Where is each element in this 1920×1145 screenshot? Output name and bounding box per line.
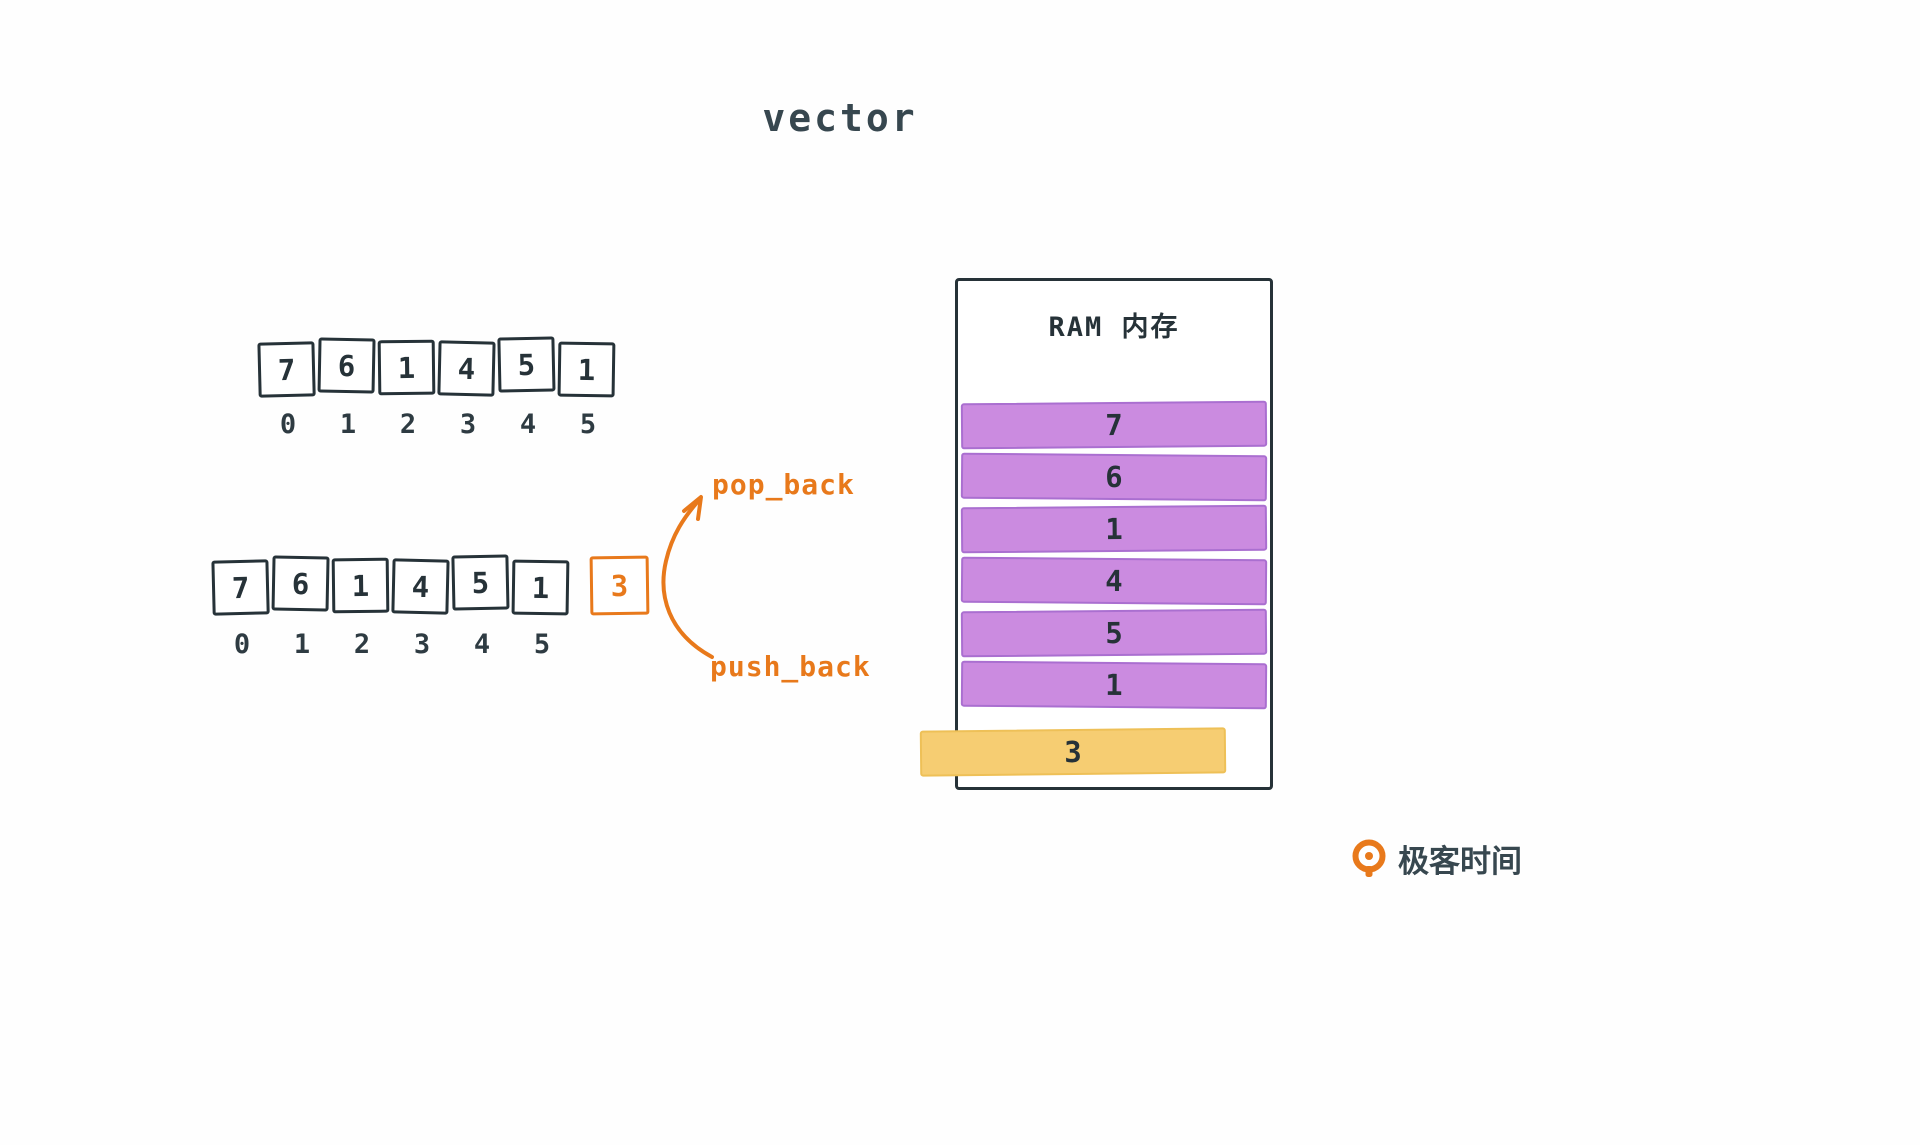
array-cell: 1: [557, 341, 616, 398]
array-cell: 1: [331, 557, 390, 614]
array-before-indices: 0 1 2 3 4 5: [258, 409, 618, 440]
diagram-title: vector: [762, 96, 918, 140]
array-cell: 5: [497, 336, 556, 393]
array-before-cells: 7 6 1 4 5 1: [257, 336, 618, 398]
array-cell: 7: [257, 341, 316, 398]
push-back-label: push_back: [710, 650, 871, 683]
index-label: 2: [353, 629, 371, 660]
index-label: 0: [279, 409, 297, 440]
pop-back-label: pop_back: [712, 468, 855, 501]
geektime-logo: 极客时间: [1350, 836, 1522, 881]
index-label: 1: [293, 629, 311, 660]
vector-array-before: 7 6 1 4 5 1 0 1 2 3 4 5: [257, 336, 618, 440]
array-cell: 6: [271, 555, 330, 612]
array-cell: 1: [511, 559, 570, 616]
ram-cells: 7 6 1 4 5 1: [960, 400, 1268, 714]
array-cell: 4: [437, 340, 496, 397]
ram-cell: 1: [960, 660, 1268, 710]
index-label: 4: [473, 629, 491, 660]
vector-array-after: 7 6 1 4 5 1 3 0 1 2 3 4 5: [211, 554, 652, 660]
array-cell: 7: [211, 559, 270, 616]
array-after-cells: 7 6 1 4 5 1 3: [211, 554, 652, 616]
index-label: 5: [579, 409, 597, 440]
ram-highlight-cell: 3: [919, 727, 1227, 777]
geektime-logo-icon: [1352, 839, 1386, 877]
ram-cell: 5: [960, 608, 1268, 658]
ram-panel: RAM 内存 7 6 1 4 5 1 3: [919, 278, 1273, 790]
geektime-logo-text: 极客时间: [1398, 844, 1522, 880]
push-pop-arrow-icon: [661, 495, 714, 659]
array-after-indices: 0 1 2 3 4 5: [212, 629, 652, 660]
ram-cell: 7: [960, 400, 1268, 450]
array-cell: 4: [391, 558, 450, 615]
array-cell: 6: [317, 337, 376, 394]
index-label: 1: [339, 409, 357, 440]
array-cell: 5: [451, 554, 510, 611]
array-cell: 1: [377, 339, 436, 396]
index-label: 2: [399, 409, 417, 440]
ram-title: RAM 内存: [1048, 312, 1180, 343]
index-label: 3: [413, 629, 431, 660]
index-label: 3: [459, 409, 477, 440]
index-label: 0: [233, 629, 251, 660]
ram-cell: 1: [960, 504, 1268, 554]
ram-cell: 6: [960, 452, 1268, 502]
index-label: 4: [519, 409, 537, 440]
ram-cell: 4: [960, 556, 1268, 606]
index-label: 5: [533, 629, 551, 660]
